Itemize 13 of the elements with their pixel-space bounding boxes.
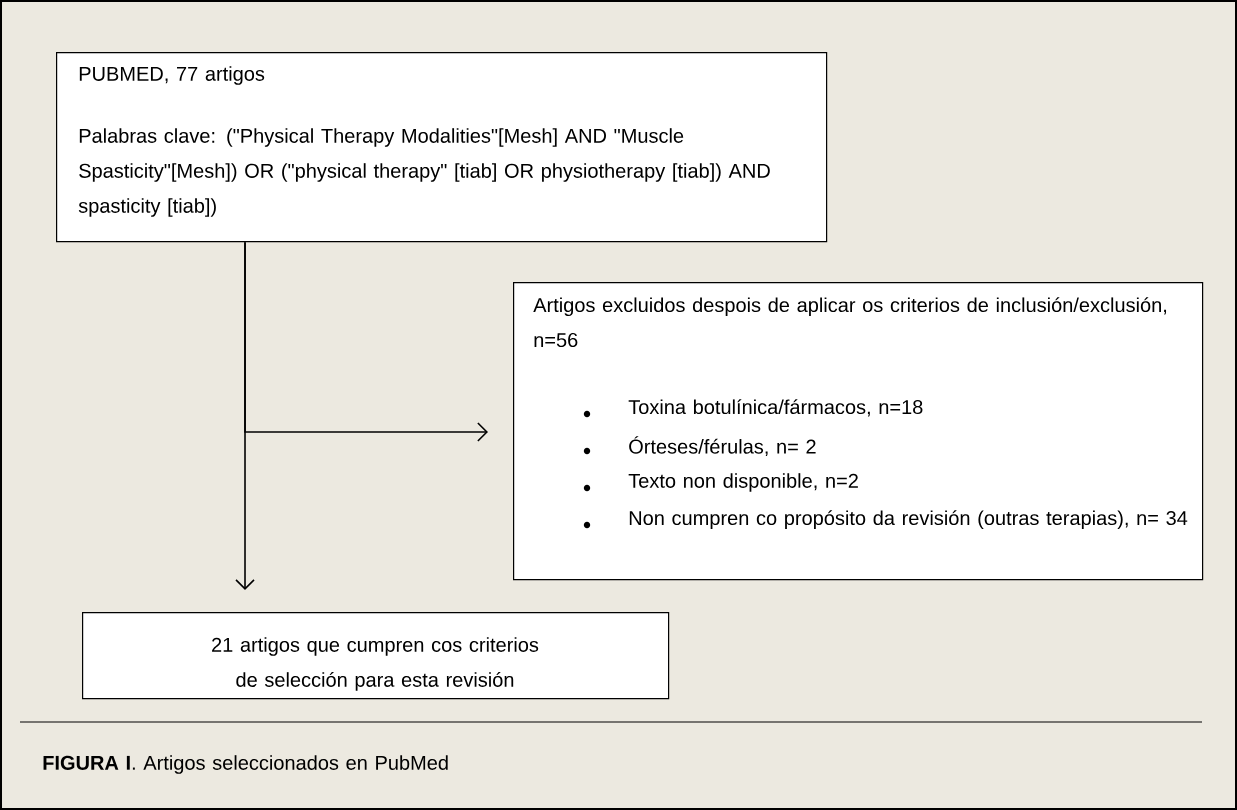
list-item: Toxina botulínica/fármacos, n=18 [628, 399, 923, 417]
list-item: Órteses/férulas, n= 2 [629, 436, 816, 457]
figure-caption: FIGURA I. Artigos seleccionados en PubMed [43, 755, 448, 774]
box-heading: Artigos excluidos despois de aplicar os criterios de inclusión/exclusión, n=56 [533, 297, 1167, 348]
process-box [82, 612, 670, 700]
list-item: Texto non disponible, n=2 [628, 473, 858, 492]
box-text: Palabras clave: ("Physical Therapy Modalities"[Mesh] AND "Muscle Spasticity"[Mesh]) OR ("physical therapy" [tiab] OR physiotherapy [tiab]) AND spasticity [tiab]) [78, 128, 770, 217]
arrow [244, 241, 488, 442]
process-box [513, 282, 1204, 581]
box-text: PUBMED, 77 artigos [79, 66, 265, 85]
list-item: Non cumpren co propósito da revisión (outras terapias), n= 34 [629, 510, 1188, 530]
process-box [56, 52, 828, 243]
box-text: 21 artigos que cumpren cos criterios de selección para esta revisión [212, 637, 539, 691]
